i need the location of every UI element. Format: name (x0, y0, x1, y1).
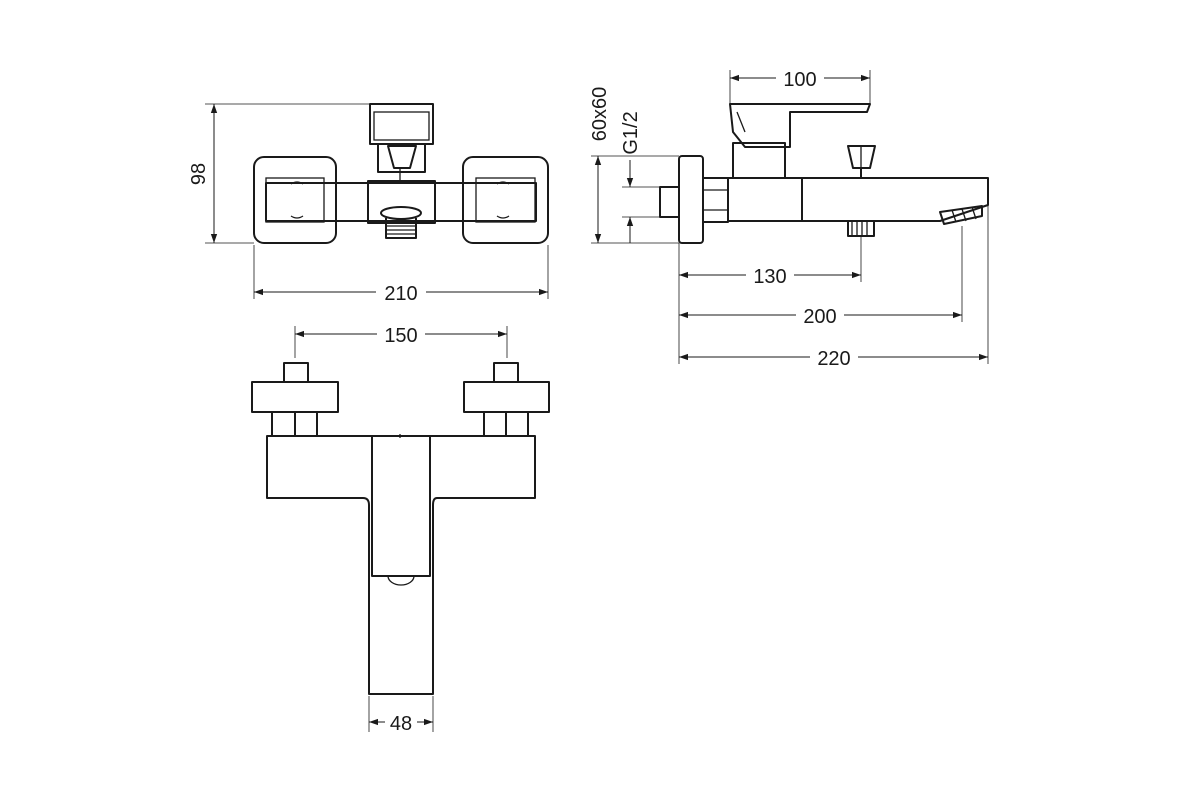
lever-handle (369, 103, 434, 145)
dim-48-label: 48 (390, 713, 412, 735)
central-body (367, 180, 436, 224)
left-wall-plate (253, 156, 337, 244)
dim-g12-label: G1/2 (620, 111, 642, 154)
mixer-body-bar (265, 182, 537, 222)
right-wall-plate (462, 156, 549, 244)
bottom-body (266, 435, 536, 695)
dim-100-label: 100 (783, 69, 816, 91)
side-view: 100 60x60 G1/2 130 200 220 (589, 65, 989, 370)
front-view: 98 210 (188, 103, 549, 305)
side-body (727, 177, 989, 222)
dim-200-label: 200 (803, 306, 836, 328)
dim-98-label: 98 (188, 163, 210, 185)
dim-220-label: 220 (817, 348, 850, 370)
dim-130-label: 130 (753, 266, 786, 288)
bottom-view: 150 48 (251, 321, 550, 735)
dim-150-label: 150 (384, 325, 417, 347)
side-wall-plate (678, 155, 704, 244)
side-lever (729, 103, 871, 148)
dim-60x60-label: 60x60 (589, 87, 611, 142)
dim-210-label: 210 (384, 283, 417, 305)
